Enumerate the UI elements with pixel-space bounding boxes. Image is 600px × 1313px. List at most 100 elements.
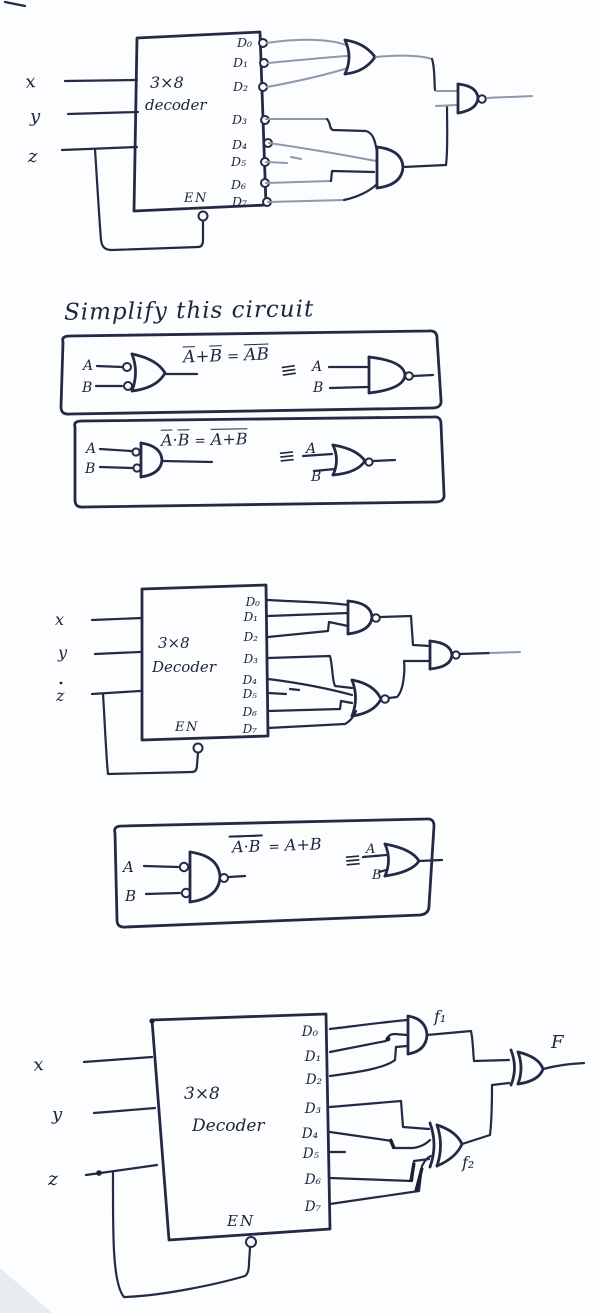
wire-d7-blob [414, 1167, 424, 1192]
output-label: D₁ [232, 55, 248, 70]
output-label: D₂ [305, 1072, 322, 1088]
output-label: D₀ [236, 35, 252, 50]
wire-enable-loop [111, 1170, 252, 1299]
xor-gate [428, 1121, 464, 1169]
wire-input-x [82, 1055, 154, 1064]
expression-identity2: A·B=A+B [161, 429, 248, 450]
input-label-y: y [51, 1104, 63, 1125]
gate-outline [516, 1050, 523, 1086]
gate-outline [383, 842, 390, 878]
wire [98, 465, 134, 470]
expr-token: A [160, 430, 173, 450]
wire-and-out [401, 163, 448, 169]
page-corner-shadow [0, 1268, 52, 1313]
nand-gate [367, 355, 414, 395]
and-gate [139, 441, 164, 479]
decoder-name-label: decoder [145, 96, 207, 114]
wire-d7-rise [342, 182, 379, 202]
input-label-z: z [55, 686, 65, 705]
expr-token: B [177, 430, 190, 450]
box-outline [113, 817, 436, 929]
wire-output [371, 458, 397, 463]
F-label: F [550, 1032, 565, 1053]
wire-d4-blob [388, 1138, 396, 1149]
wire-f1-out [425, 1029, 511, 1063]
identity-box-1: A B A B [59, 329, 443, 416]
inverter-bubble [404, 371, 414, 381]
wire-d6-blob [409, 1162, 416, 1182]
equivalence-symbol: ≡ [276, 443, 297, 469]
decoder-name-label: Decoder [151, 658, 217, 676]
or-gate [130, 352, 167, 393]
input-label-b: B [81, 380, 92, 396]
wire-d7 [267, 199, 345, 203]
expr-token: = [194, 432, 206, 450]
output-label: D₂ [232, 79, 248, 94]
output-label: D₂ [243, 630, 259, 644]
output-label: D₃ [231, 112, 247, 127]
wire-d1 [266, 611, 350, 618]
right-input-label-b: B [310, 469, 321, 485]
expr-token: B [209, 346, 223, 367]
expression-identity3: A·B=A+B [228, 832, 322, 857]
right-input-label-a: A [310, 359, 322, 375]
decoder-enable-label: EN [226, 1212, 255, 1230]
circuit1: 3×8 decoder EN x y z D₀ D₁ D₂ D₃ D₄ D₅ D… [24, 30, 533, 252]
decoder-size-label: 3×8 [158, 634, 190, 652]
output-label: D₀ [245, 595, 261, 609]
wire-input-z [60, 145, 139, 152]
outer-overline-group: A·B [228, 834, 264, 857]
output-label: D₆ [304, 1172, 322, 1188]
wire-f2-out [460, 1081, 511, 1146]
box-outline [59, 329, 443, 416]
expr-token: A+B [210, 429, 248, 449]
equivalence-symbol: ≡ [278, 356, 300, 384]
nor-gate [350, 678, 390, 718]
wire-d2 [266, 620, 350, 639]
f2-label: f₂ [461, 1153, 474, 1172]
scan-artifact-mark [3, 0, 27, 8]
output-bubble [259, 58, 269, 68]
output-label: D₅ [230, 154, 246, 169]
output-label: D₇ [304, 1199, 322, 1215]
inverter-bubble [123, 381, 133, 391]
wire-nand-bot-in [435, 104, 458, 107]
input-label-y: y [29, 106, 41, 127]
right-input-label-b: B [312, 380, 323, 396]
wire-input-y [66, 110, 140, 116]
input-label-b: B [84, 461, 95, 477]
gate-outline [383, 842, 421, 878]
wire-d3-step [325, 117, 379, 154]
output-bubble [258, 82, 268, 92]
input-label-b: B [124, 887, 136, 905]
wire-output [486, 95, 533, 99]
wire-d0 [328, 1018, 409, 1031]
wire-or-out [375, 54, 433, 60]
wire-d0 [266, 38, 347, 46]
wire-jog [444, 104, 449, 167]
or-gate [383, 842, 421, 878]
gate-outline [130, 352, 137, 393]
wire-input-y [93, 650, 142, 656]
wire-d5-dash [290, 156, 302, 160]
expr-token: AB [243, 344, 270, 366]
xor-gate [509, 1048, 545, 1087]
decoder-name-label: Decoder [191, 1116, 265, 1136]
inverter-bubble [178, 861, 190, 873]
nand-gate [188, 850, 229, 904]
circuit4: 3×8 Decoder EN x y z D₀ D₁ D₂ D₃ D₄ D₅ D… [32, 1007, 586, 1299]
inverter-bubble [477, 94, 487, 104]
wire-enable-loop [93, 147, 205, 252]
gate-outline [346, 599, 374, 636]
decoder-enable-label: EN [174, 720, 199, 735]
gate-outline [331, 443, 338, 477]
wire-nor-out [387, 659, 432, 700]
wire-d7 [266, 709, 358, 730]
gate-outline [343, 38, 351, 76]
identity-box-3: A B A B [113, 817, 444, 929]
f1-label: f₁ [433, 1007, 446, 1026]
inverter-bubble [380, 694, 390, 704]
enable-bubble [197, 210, 209, 222]
wire-enable-loop [101, 692, 200, 776]
